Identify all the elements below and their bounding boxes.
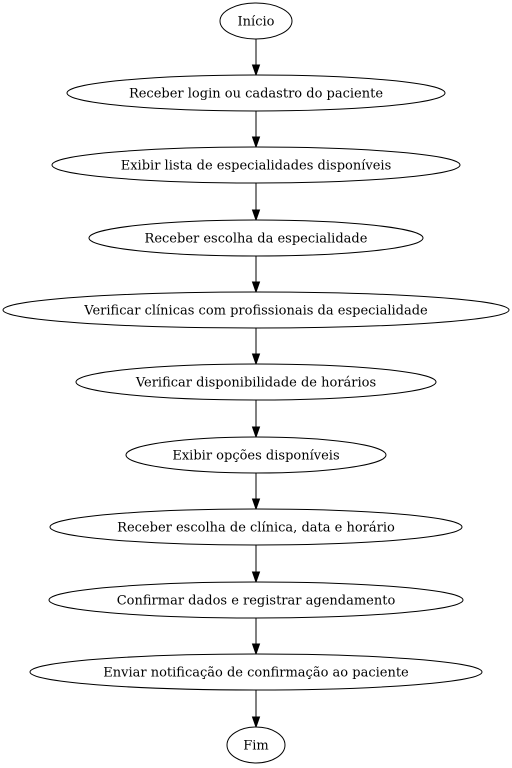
arrowhead-icon <box>251 209 261 222</box>
node-ellipse <box>48 581 464 619</box>
node-ellipse <box>125 436 387 474</box>
flowchart-node-escolha_clinica: Receber escolha de clínica, data e horár… <box>49 508 463 546</box>
flowchart-node-clinicas: Verificar clínicas com profissionais da … <box>2 291 510 329</box>
flowchart-node-escolha_esp: Receber escolha da especialidade <box>88 219 424 257</box>
node-label: Receber login ou cadastro do paciente <box>129 87 383 102</box>
node-label: Enviar notificação de confirmação ao pac… <box>103 666 409 681</box>
flowchart-node-login: Receber login ou cadastro do paciente <box>66 74 446 112</box>
node-label: Receber escolha de clínica, data e horár… <box>117 521 395 536</box>
flowchart-edge-login-to-lista <box>251 111 261 149</box>
arrowhead-icon <box>251 571 261 584</box>
flowchart-edge-disponibilidade-to-opcoes <box>251 400 261 439</box>
node-label: Exibir opções disponíveis <box>172 449 339 464</box>
node-ellipse <box>51 146 461 184</box>
flowchart-node-confirmar: Confirmar dados e registrar agendamento <box>48 581 464 619</box>
flowchart-edge-opcoes-to-escolha_clinica <box>251 473 261 511</box>
arrowhead-icon <box>251 136 261 149</box>
arrowhead-icon <box>251 353 261 366</box>
flowchart-node-disponibilidade: Verificar disponibilidade de horários <box>75 363 437 401</box>
node-label: Verificar clínicas com profissionais da … <box>83 304 428 319</box>
flowchart-edge-escolha_esp-to-clinicas <box>251 256 261 294</box>
node-ellipse <box>219 2 293 40</box>
arrowhead-icon <box>251 64 261 77</box>
node-ellipse <box>226 726 286 764</box>
flowchart-edge-clinicas-to-disponibilidade <box>251 328 261 366</box>
node-label: Exibir lista de especialidades disponíve… <box>121 159 392 174</box>
node-ellipse <box>75 363 437 401</box>
node-ellipse <box>49 508 463 546</box>
flowchart-edge-lista-to-escolha_esp <box>251 183 261 222</box>
node-label: Verificar disponibilidade de horários <box>135 376 376 391</box>
arrowhead-icon <box>251 498 261 511</box>
flowchart-node-opcoes: Exibir opções disponíveis <box>125 436 387 474</box>
flowchart-node-inicio: Início <box>219 2 293 40</box>
flowchart-edge-escolha_clinica-to-confirmar <box>251 545 261 584</box>
arrowhead-icon <box>251 426 261 439</box>
node-ellipse <box>2 291 510 329</box>
node-label: Confirmar dados e registrar agendamento <box>117 594 396 609</box>
flowchart-edge-confirmar-to-notificacao <box>251 618 261 656</box>
node-label: Fim <box>243 739 269 754</box>
node-ellipse <box>66 74 446 112</box>
flowchart-node-notificacao: Enviar notificação de confirmação ao pac… <box>29 653 483 691</box>
flowchart-node-lista: Exibir lista de especialidades disponíve… <box>51 146 461 184</box>
flowchart-edge-inicio-to-login <box>251 39 261 77</box>
node-label: Receber escolha da especialidade <box>145 232 368 247</box>
arrowhead-icon <box>251 281 261 294</box>
arrowhead-icon <box>251 716 261 729</box>
flowchart-node-fim: Fim <box>226 726 286 764</box>
node-ellipse <box>29 653 483 691</box>
node-label: Início <box>238 15 275 30</box>
edges-layer <box>251 39 261 729</box>
node-ellipse <box>88 219 424 257</box>
flowchart-edge-notificacao-to-fim <box>251 690 261 729</box>
arrowhead-icon <box>251 643 261 656</box>
